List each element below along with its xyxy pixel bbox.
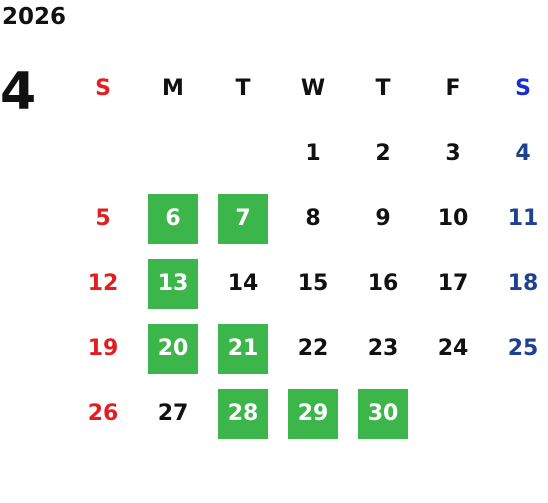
calendar-month: 4 (0, 62, 37, 122)
day-number: 10 (437, 206, 469, 231)
highlighted-day-cell[interactable]: 30 (348, 381, 418, 446)
empty-day-cell (68, 121, 138, 186)
day-cell[interactable]: 4 (488, 121, 548, 186)
day-number: 7 (218, 193, 268, 244)
highlighted-day-cell[interactable]: 20 (138, 316, 208, 381)
day-number: 28 (218, 388, 268, 439)
weekday-label: S (515, 76, 531, 101)
highlighted-day-cell[interactable]: 21 (208, 316, 278, 381)
day-cell[interactable]: 26 (68, 381, 138, 446)
weekday-header: T (208, 56, 278, 121)
weekday-header: F (418, 56, 488, 121)
day-cell[interactable]: 23 (348, 316, 418, 381)
day-number: 29 (288, 388, 338, 439)
day-number: 27 (157, 401, 189, 426)
day-cell[interactable]: 24 (418, 316, 488, 381)
weekday-label: F (445, 76, 461, 101)
day-number: 4 (515, 141, 531, 166)
day-number: 3 (445, 141, 461, 166)
day-number: 25 (507, 336, 539, 361)
day-number: 18 (507, 271, 539, 296)
day-cell[interactable]: 17 (418, 251, 488, 316)
day-number: 21 (218, 323, 268, 374)
day-number: 12 (87, 271, 119, 296)
day-cell[interactable]: 1 (278, 121, 348, 186)
day-cell[interactable]: 5 (68, 186, 138, 251)
day-number: 26 (87, 401, 119, 426)
highlighted-day-cell[interactable]: 28 (208, 381, 278, 446)
day-cell[interactable]: 16 (348, 251, 418, 316)
day-number: 24 (437, 336, 469, 361)
day-cell[interactable]: 11 (488, 186, 548, 251)
day-number: 30 (358, 388, 408, 439)
day-number: 15 (297, 271, 329, 296)
day-number: 11 (507, 206, 539, 231)
day-number: 22 (297, 336, 329, 361)
day-cell[interactable]: 8 (278, 186, 348, 251)
calendar-year: 2026 (2, 4, 67, 30)
day-cell[interactable]: 15 (278, 251, 348, 316)
day-number: 5 (95, 206, 111, 231)
highlighted-day-cell[interactable]: 7 (208, 186, 278, 251)
day-cell[interactable]: 14 (208, 251, 278, 316)
day-number: 17 (437, 271, 469, 296)
day-cell[interactable]: 27 (138, 381, 208, 446)
day-number: 8 (305, 206, 321, 231)
day-number: 16 (367, 271, 399, 296)
day-cell[interactable]: 19 (68, 316, 138, 381)
weekday-label: T (375, 76, 391, 101)
day-number: 19 (87, 336, 119, 361)
day-cell[interactable]: 18 (488, 251, 548, 316)
day-cell[interactable]: 2 (348, 121, 418, 186)
empty-day-cell (208, 121, 278, 186)
day-number: 6 (148, 193, 198, 244)
weekday-label: S (95, 76, 111, 101)
day-number: 1 (305, 141, 321, 166)
weekday-label: M (162, 76, 184, 101)
weekday-header: S (68, 56, 138, 121)
day-number: 9 (375, 206, 391, 231)
day-number: 13 (148, 258, 198, 309)
day-number: 20 (148, 323, 198, 374)
highlighted-day-cell[interactable]: 6 (138, 186, 208, 251)
day-cell[interactable]: 3 (418, 121, 488, 186)
highlighted-day-cell[interactable]: 13 (138, 251, 208, 316)
day-cell[interactable]: 12 (68, 251, 138, 316)
weekday-header: T (348, 56, 418, 121)
day-number: 23 (367, 336, 399, 361)
weekday-label: T (235, 76, 251, 101)
weekday-label: W (300, 76, 326, 101)
weekday-header: W (278, 56, 348, 121)
empty-day-cell (138, 121, 208, 186)
day-cell[interactable]: 22 (278, 316, 348, 381)
day-number: 2 (375, 141, 391, 166)
weekday-header: S (488, 56, 548, 121)
day-number: 14 (227, 271, 259, 296)
highlighted-day-cell[interactable]: 29 (278, 381, 348, 446)
weekday-header: M (138, 56, 208, 121)
day-cell[interactable]: 10 (418, 186, 488, 251)
day-cell[interactable]: 9 (348, 186, 418, 251)
day-cell[interactable]: 25 (488, 316, 548, 381)
